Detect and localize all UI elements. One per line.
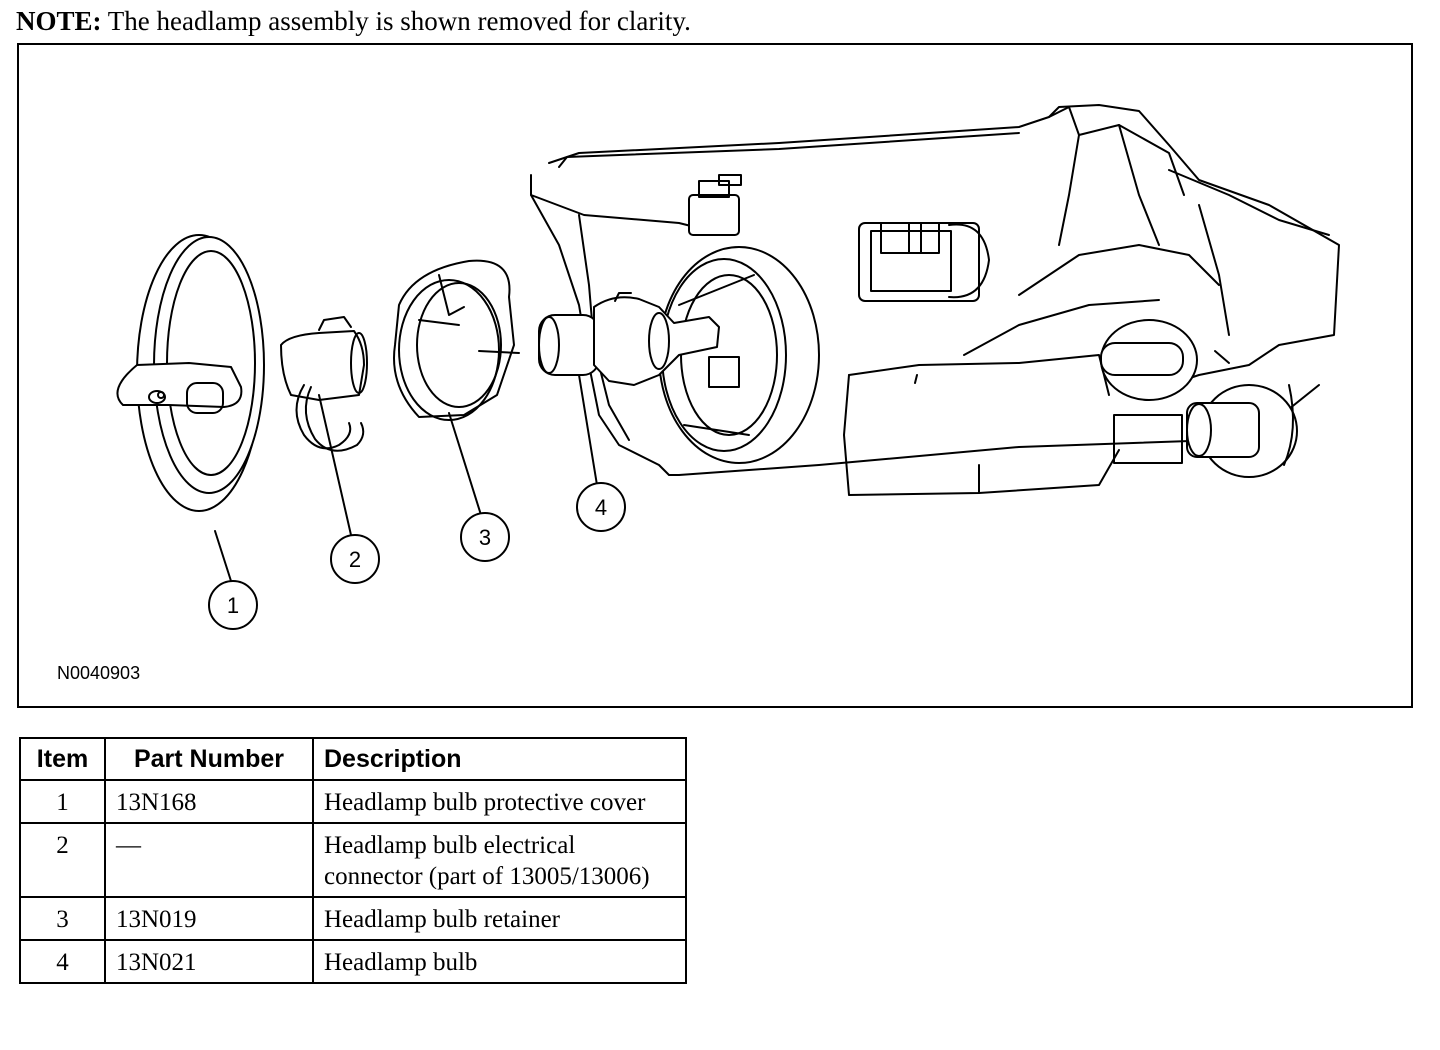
callout-1-label: 1	[227, 593, 239, 618]
header-part-number: Part Number	[104, 737, 314, 781]
figure-id: N0040903	[57, 663, 141, 683]
table-row: 4 13N021 Headlamp bulb	[19, 939, 687, 984]
cell-description: Headlamp bulb protective cover	[312, 779, 687, 824]
cell-part-number: 13N168	[104, 779, 314, 824]
cell-item: 4	[19, 939, 106, 984]
cell-item: 2	[19, 822, 106, 898]
headlamp-bulb-part	[538, 292, 720, 386]
protective-cover-part	[116, 234, 265, 512]
header-description: Description	[312, 737, 687, 781]
cell-description: Headlamp bulb retainer	[312, 896, 687, 941]
callout-2: 2	[330, 534, 380, 584]
callout-3: 3	[460, 512, 510, 562]
exploded-view-figure: 1 2 3 4 N0040903	[17, 43, 1413, 708]
bulb-retainer-part	[393, 259, 520, 421]
cell-description: Headlamp bulb electrical connector (part…	[312, 822, 687, 898]
parts-table: Item Part Number Description 1 13N168 He…	[19, 737, 687, 984]
note: NOTE: The headlamp assembly is shown rem…	[16, 6, 691, 37]
cell-part-number: 13N021	[104, 939, 314, 984]
note-label: NOTE:	[16, 6, 102, 36]
table-row: 3 13N019 Headlamp bulb retainer	[19, 896, 687, 941]
table-row: 2 — Headlamp bulb electrical connector (…	[19, 822, 687, 898]
electrical-connector-part	[280, 316, 368, 452]
cell-part-number: —	[104, 822, 314, 898]
callout-1: 1	[208, 580, 258, 630]
callout-4: 4	[576, 482, 626, 532]
table-row: 1 13N168 Headlamp bulb protective cover	[19, 779, 687, 824]
cell-item: 3	[19, 896, 106, 941]
callout-4-label: 4	[595, 495, 607, 520]
cell-item: 1	[19, 779, 106, 824]
note-text: The headlamp assembly is shown removed f…	[107, 6, 691, 36]
headlamp-diagram: 1 2 3 4	[116, 104, 1340, 630]
cell-part-number: 13N019	[104, 896, 314, 941]
leader-lines	[214, 374, 598, 582]
table-header-row: Item Part Number Description	[19, 737, 687, 781]
callout-2-label: 2	[349, 547, 361, 572]
cell-description: Headlamp bulb	[312, 939, 687, 984]
callout-3-label: 3	[479, 525, 491, 550]
headlamp-housing	[530, 104, 1340, 496]
header-item: Item	[19, 737, 106, 781]
